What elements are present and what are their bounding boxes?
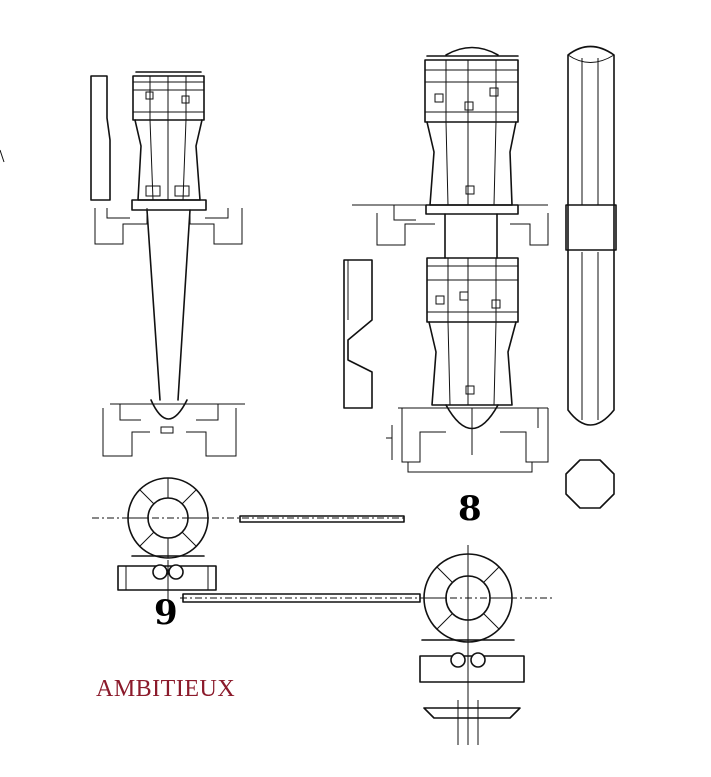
fig9-plan-left — [92, 477, 405, 600]
edge-mark — [0, 149, 5, 163]
right-double-capstan-elevation — [352, 46, 549, 473]
figure-label-9: 9 — [154, 593, 178, 633]
left-capstan-elevation — [94, 71, 245, 457]
octagon-section — [565, 459, 615, 509]
fig-plan-right — [180, 545, 552, 745]
left-side-profile — [90, 75, 111, 201]
right-tall-bar — [565, 45, 617, 426]
figure-label-8: 8 — [458, 489, 482, 529]
caption-title: AMBITIEUX — [96, 676, 236, 702]
fig8-side-profile — [343, 259, 373, 409]
